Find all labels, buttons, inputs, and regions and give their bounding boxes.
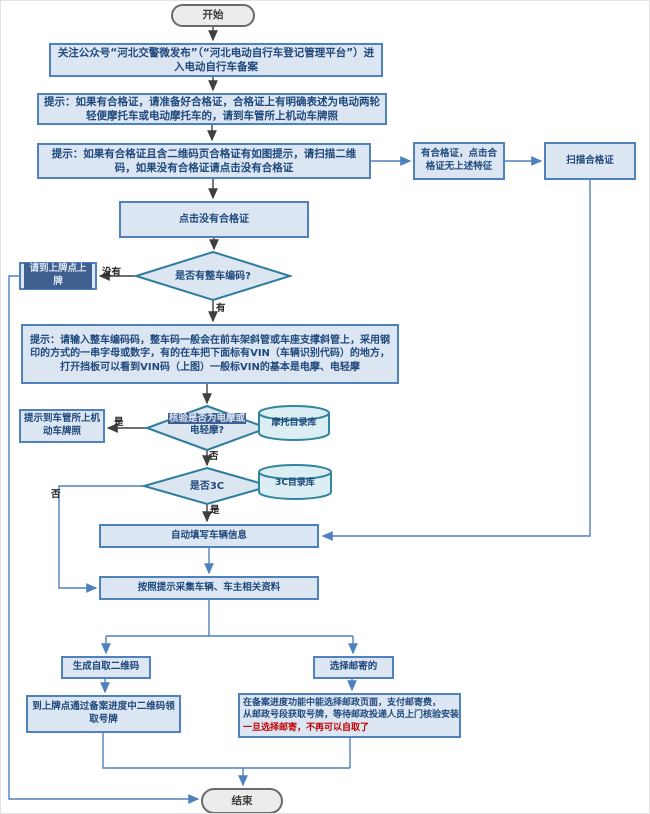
step-generate-pickup-qr: 生成自取二维码: [61, 656, 151, 679]
mail-detail-line1: 在备案进度功能中能选择邮政页面，支付邮寄费，: [243, 698, 442, 709]
diamond-vehicle-code: [132, 250, 294, 302]
db-3c-catalog-label: 3C目录库: [275, 478, 315, 489]
step-click-no-certificate: 点击没有合格证: [119, 201, 309, 238]
db-moto-catalog-label: 摩托目录库: [271, 418, 317, 429]
main-flow-arrows: [98, 26, 219, 523]
tip-input-vehicle-code: 提示：请输入整车编码码，整车码一般会在前车架斜管或车座支撑斜管上，采用钢印的方式…: [21, 324, 399, 384]
tip-has-certificate: 提示：如果有合格证，请准备好合格证，合格证上有明确表述为电动两轮轻便摩托车或电动…: [37, 93, 387, 125]
decision-3c-label: 是否3C: [189, 480, 225, 492]
decision-moto-line2: 电轻摩?: [189, 425, 224, 437]
decision-vehicle-code-label: 是否有整车编码?: [175, 270, 251, 282]
step-go-plate-point: 请到上牌点上牌: [19, 262, 97, 290]
step-scan-certificate: 扫描合格证: [544, 142, 636, 180]
step-has-cert-no-feature: 有合格证，点击合格证无上述特征: [413, 142, 505, 180]
step-collect-info: 按照提示采集车辆、车主相关资料: [99, 576, 319, 600]
decision-moto-label: 核验是否为电摩或 电轻摩?: [157, 413, 257, 443]
cylinder-3c-top: [258, 464, 332, 480]
step-follow-account: 关注公众号“河北交警微发布”（“河北电动自行车登记管理平台”）进入电动自行车备案: [49, 43, 383, 77]
arrow-scan-to-autofill: [321, 180, 591, 541]
step-pickup-plate: 到上牌点通过备案进度中二维码领取号牌: [26, 695, 181, 733]
arrow-d3-no-to-collect: [58, 485, 144, 593]
decision-moto-line1: 核验是否为电摩或: [167, 413, 246, 424]
start-node: 开始: [171, 4, 255, 27]
step-auto-fill-vehicle-info: 自动填写车辆信息: [99, 524, 319, 548]
routing-arrows: [8, 156, 591, 804]
database-shapes: [258, 405, 332, 500]
edge-label-d3-yes: 是: [210, 505, 220, 516]
edge-label-d3-no: 否: [51, 489, 61, 500]
diamond-3c-check: [140, 466, 274, 506]
edge-label-d1-no: 没有: [102, 267, 122, 278]
tip-dmv-plate: 提示到车管所上机动车牌照: [19, 409, 105, 443]
mail-detail-line2: 从邮政号段获取号牌，等待邮政投递人员上门核验安装: [243, 710, 460, 721]
end-node: 结束: [201, 788, 283, 813]
edge-label-d1-yes: 有: [216, 303, 226, 314]
edge-label-d2-no: 否: [209, 451, 219, 462]
edge-label-d2-yes: 是: [114, 417, 124, 428]
cylinder-moto-top: [258, 405, 330, 421]
split-line-collect: [106, 600, 353, 637]
tip-qr-certificate: 提示：如果有合格证且含二维码页合格证有如图提示，请扫描二维码，如果没有合格证请点…: [37, 143, 371, 179]
step-mail-detail: 在备案进度功能中能选择邮政页面，支付邮寄费， 从邮政号段获取号牌，等待邮政投递人…: [238, 693, 461, 738]
mail-detail-lines: 在备案进度功能中能选择邮政页面，支付邮寄费， 从邮政号段获取号牌，等待邮政投递人…: [243, 697, 459, 733]
go-plate-point-text: 请到上牌点上牌: [24, 263, 92, 289]
arrow-goplate-to-end: [8, 275, 200, 804]
step-choose-mail: 选择邮寄的: [313, 656, 394, 679]
mail-detail-warning: 一旦选择邮寄，不再可以自取了: [243, 722, 370, 733]
merge-line-bottom: [102, 733, 351, 769]
